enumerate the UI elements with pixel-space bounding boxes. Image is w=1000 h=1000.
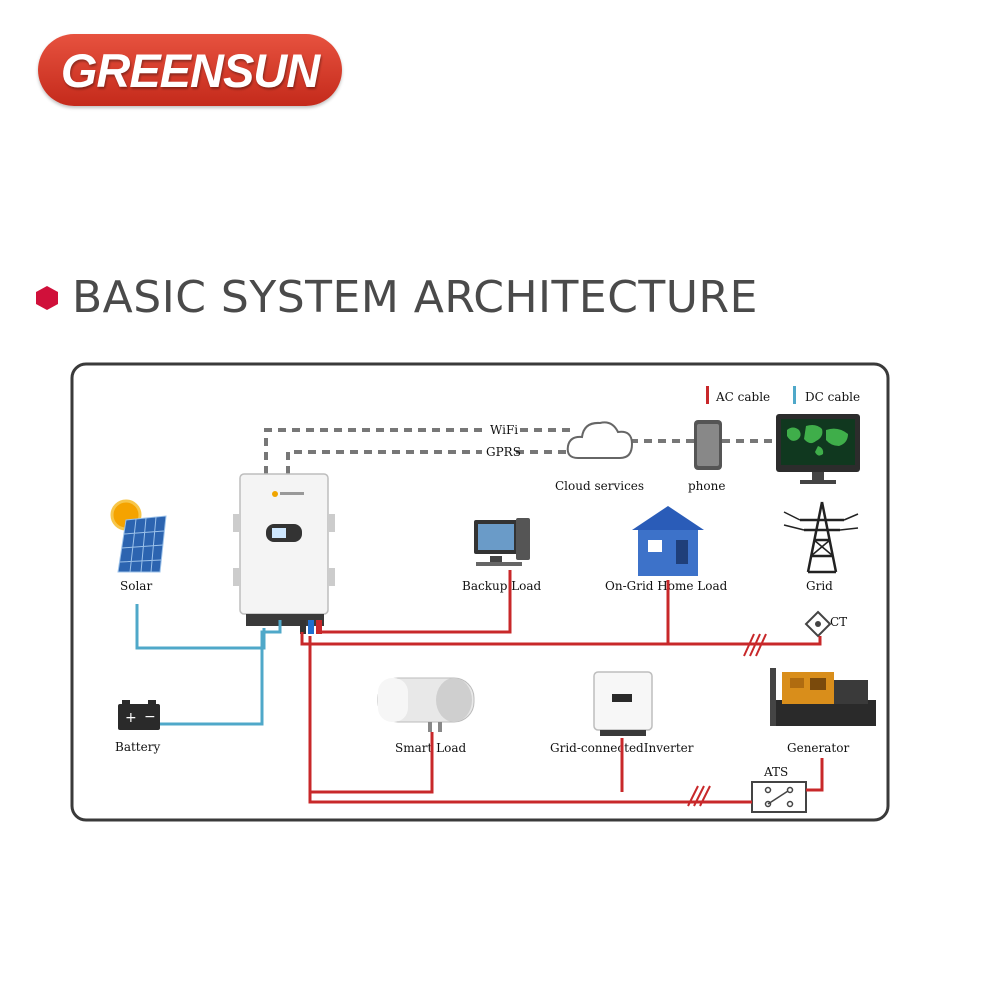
phone-icon — [694, 420, 722, 470]
communication-links — [264, 428, 778, 474]
generator-label: Generator — [787, 741, 849, 755]
svg-text:+: + — [125, 710, 137, 726]
cable-break-marks — [687, 633, 767, 807]
grid-connected-inverter-icon — [593, 671, 653, 736]
backup-load-ac-cable — [318, 570, 512, 634]
grid-label: Grid — [806, 579, 833, 593]
section-heading: BASIC SYSTEM ARCHITECTURE — [34, 272, 758, 323]
wifi-link — [264, 428, 488, 474]
on-grid-home-load-label: On-Grid Home Load — [605, 579, 728, 593]
solar-panel-icon — [110, 499, 167, 573]
hybrid-inverter-icon — [233, 473, 335, 634]
battery-dc-cable — [160, 620, 282, 726]
grid-tower-icon — [783, 501, 859, 574]
phone-label: phone — [688, 479, 725, 493]
ct-label: CT — [830, 615, 847, 629]
monitor-icon — [776, 414, 860, 484]
gprs-label: GPRS — [486, 445, 521, 459]
home-icon — [632, 506, 704, 576]
greensun-logo: GREENSUN — [38, 34, 342, 106]
smart-load-ac-cable — [310, 732, 434, 794]
gprs-link — [286, 450, 482, 474]
backup-load-label: Backup Load — [462, 579, 542, 593]
ac-cables — [300, 570, 824, 804]
grid-ac-cable — [300, 632, 822, 646]
page-title: BASIC SYSTEM ARCHITECTURE — [72, 272, 758, 323]
generator-icon — [770, 668, 876, 726]
solar-dc-cable — [135, 604, 266, 650]
cloud-icon — [566, 421, 634, 459]
hexagon-bullet-icon — [36, 285, 58, 310]
backup-load-computer-icon — [474, 518, 530, 566]
dc-cables — [135, 604, 282, 726]
battery-label: Battery — [115, 740, 160, 754]
ac-legend-label: AC cable — [715, 390, 770, 404]
ats-switch-icon — [751, 781, 807, 813]
ats-label: ATS — [763, 765, 788, 779]
legend: AC cable DC cable — [706, 386, 860, 404]
ct-sensor-icon — [804, 610, 832, 638]
solar-label: Solar — [120, 579, 152, 593]
wifi-label: WiFi — [490, 423, 518, 437]
cloud-services-label: Cloud services — [555, 479, 644, 493]
smart-load-water-heater-icon — [377, 677, 475, 732]
svg-text:−: − — [144, 709, 156, 725]
logo-text: GREENSUN — [60, 43, 320, 97]
ac-legend-swatch — [706, 386, 709, 404]
dc-legend-swatch — [793, 386, 796, 404]
battery-icon: + − — [118, 700, 160, 730]
dc-legend-label: DC cable — [805, 390, 860, 404]
generator-ac-bus-cable — [308, 636, 752, 804]
generator-ats-cable — [806, 758, 824, 792]
